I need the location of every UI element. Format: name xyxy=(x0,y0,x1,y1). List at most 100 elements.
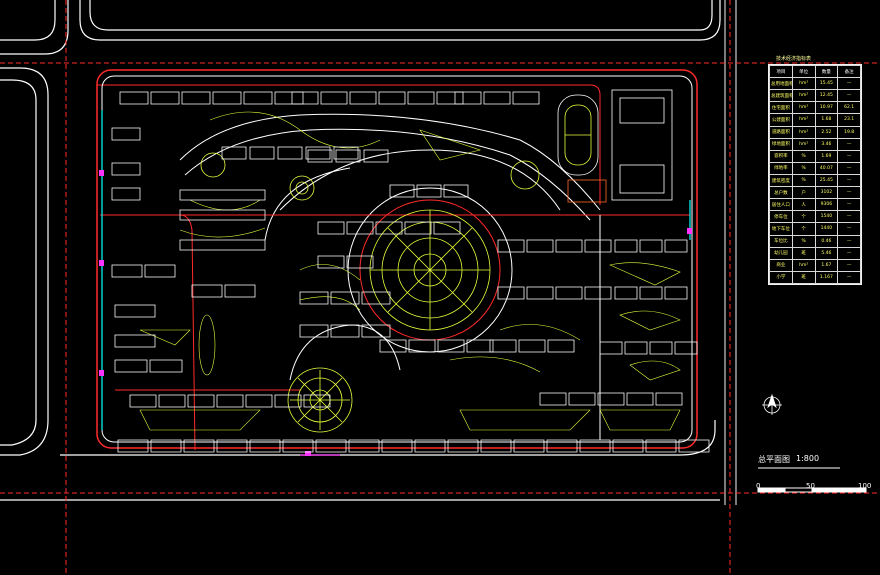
building-block xyxy=(179,239,266,251)
building-block xyxy=(274,394,302,408)
building-block xyxy=(378,91,406,105)
building-block xyxy=(483,91,511,105)
building-block xyxy=(381,439,413,453)
building-block xyxy=(119,91,149,105)
building-block xyxy=(539,392,567,406)
building-block xyxy=(274,91,304,105)
legend-cell: 1.69 xyxy=(814,149,839,163)
building-block xyxy=(404,221,432,235)
building-block xyxy=(639,286,663,300)
landscape-greenery xyxy=(139,111,681,431)
legend-cell: 地下车位 xyxy=(769,222,793,236)
building-block xyxy=(526,286,554,300)
legend-cell: — xyxy=(837,137,861,151)
legend-cell: 总用地面积 xyxy=(769,77,793,91)
building-block xyxy=(114,334,156,348)
building-block xyxy=(243,91,273,105)
building-block xyxy=(363,149,389,163)
building-block xyxy=(111,264,143,278)
building-block xyxy=(349,91,377,105)
building-block xyxy=(303,394,331,408)
building-block xyxy=(315,439,347,453)
legend-header-cell: 数量 xyxy=(814,64,839,79)
legend-cell: 0.46 xyxy=(814,234,839,248)
legend-cell: 建筑密度 xyxy=(769,173,793,188)
building-block xyxy=(111,187,141,201)
legend-cell: hm² xyxy=(791,89,816,103)
building-block xyxy=(149,359,183,373)
legend-title: 技术经济指标表 xyxy=(776,56,812,62)
building-block xyxy=(614,239,638,253)
building-block xyxy=(179,189,266,201)
legend-cell: 12.45 xyxy=(814,89,839,103)
building-block xyxy=(216,439,248,453)
building-block xyxy=(348,439,380,453)
building-block xyxy=(433,221,461,235)
legend-cell: 班 xyxy=(791,246,816,260)
building-block xyxy=(416,184,442,198)
building-block xyxy=(489,339,517,353)
legend-cell: % xyxy=(791,173,816,188)
building-block xyxy=(408,339,436,353)
legend-cell: 绿地率 xyxy=(769,161,793,175)
drawing-title: 总平面图 xyxy=(758,455,790,464)
legend-cell: 1.167 xyxy=(814,270,839,285)
legend-cell: 户 xyxy=(791,186,816,200)
building-block xyxy=(437,339,465,353)
building-block xyxy=(674,341,698,355)
building-block xyxy=(307,149,333,163)
building-block xyxy=(187,394,215,408)
legend-cell: 车位比 xyxy=(769,234,793,248)
legend-cell: 3.46 xyxy=(814,137,839,151)
building-block xyxy=(179,209,266,221)
building-block xyxy=(414,439,446,453)
legend-cell: 3102 xyxy=(814,186,839,200)
building-block xyxy=(249,439,281,453)
legend-cell: 9306 xyxy=(814,198,839,212)
legend-cell: — xyxy=(837,186,861,200)
building-block xyxy=(443,184,469,198)
legend-cell: 住宅面积 xyxy=(769,101,793,115)
legend-cell: hm² xyxy=(791,113,816,127)
legend-cell: — xyxy=(837,77,861,91)
building-block xyxy=(299,324,329,338)
building-block xyxy=(317,221,345,235)
legend-cell: 15.45 xyxy=(814,77,839,91)
legend-cell: 1.67 xyxy=(814,258,839,272)
building-block xyxy=(114,304,156,318)
building-block xyxy=(664,286,688,300)
building-block xyxy=(649,341,673,355)
legend-cell: — xyxy=(837,89,861,103)
building-block xyxy=(624,341,648,355)
entrance-markers xyxy=(99,110,692,456)
legend-row: 建筑密度%25.45— xyxy=(769,173,861,188)
building-block xyxy=(282,439,314,453)
legend-cell: hm² xyxy=(791,137,816,151)
building-block xyxy=(389,184,415,198)
legend-cell: 幼儿园 xyxy=(769,246,793,260)
building-block xyxy=(333,146,359,160)
residential-buildings xyxy=(111,91,710,453)
legend-cell: — xyxy=(837,258,861,272)
building-block xyxy=(512,91,540,105)
legend-header-cell: 单位 xyxy=(791,64,816,79)
building-block xyxy=(379,339,407,353)
building-block xyxy=(584,239,612,253)
legend-row: 绿地率%40.07— xyxy=(769,161,861,175)
building-block xyxy=(555,239,583,253)
building-block xyxy=(330,324,360,338)
building-block xyxy=(224,284,256,298)
building-block xyxy=(555,286,583,300)
legend-cell: 25.45 xyxy=(814,173,839,188)
legend-cell: % xyxy=(791,161,816,175)
building-block xyxy=(639,239,663,253)
legend-cell: 2.52 xyxy=(814,125,839,139)
building-block xyxy=(249,146,275,160)
legend-cell: hm² xyxy=(791,125,816,139)
building-block xyxy=(480,439,512,453)
